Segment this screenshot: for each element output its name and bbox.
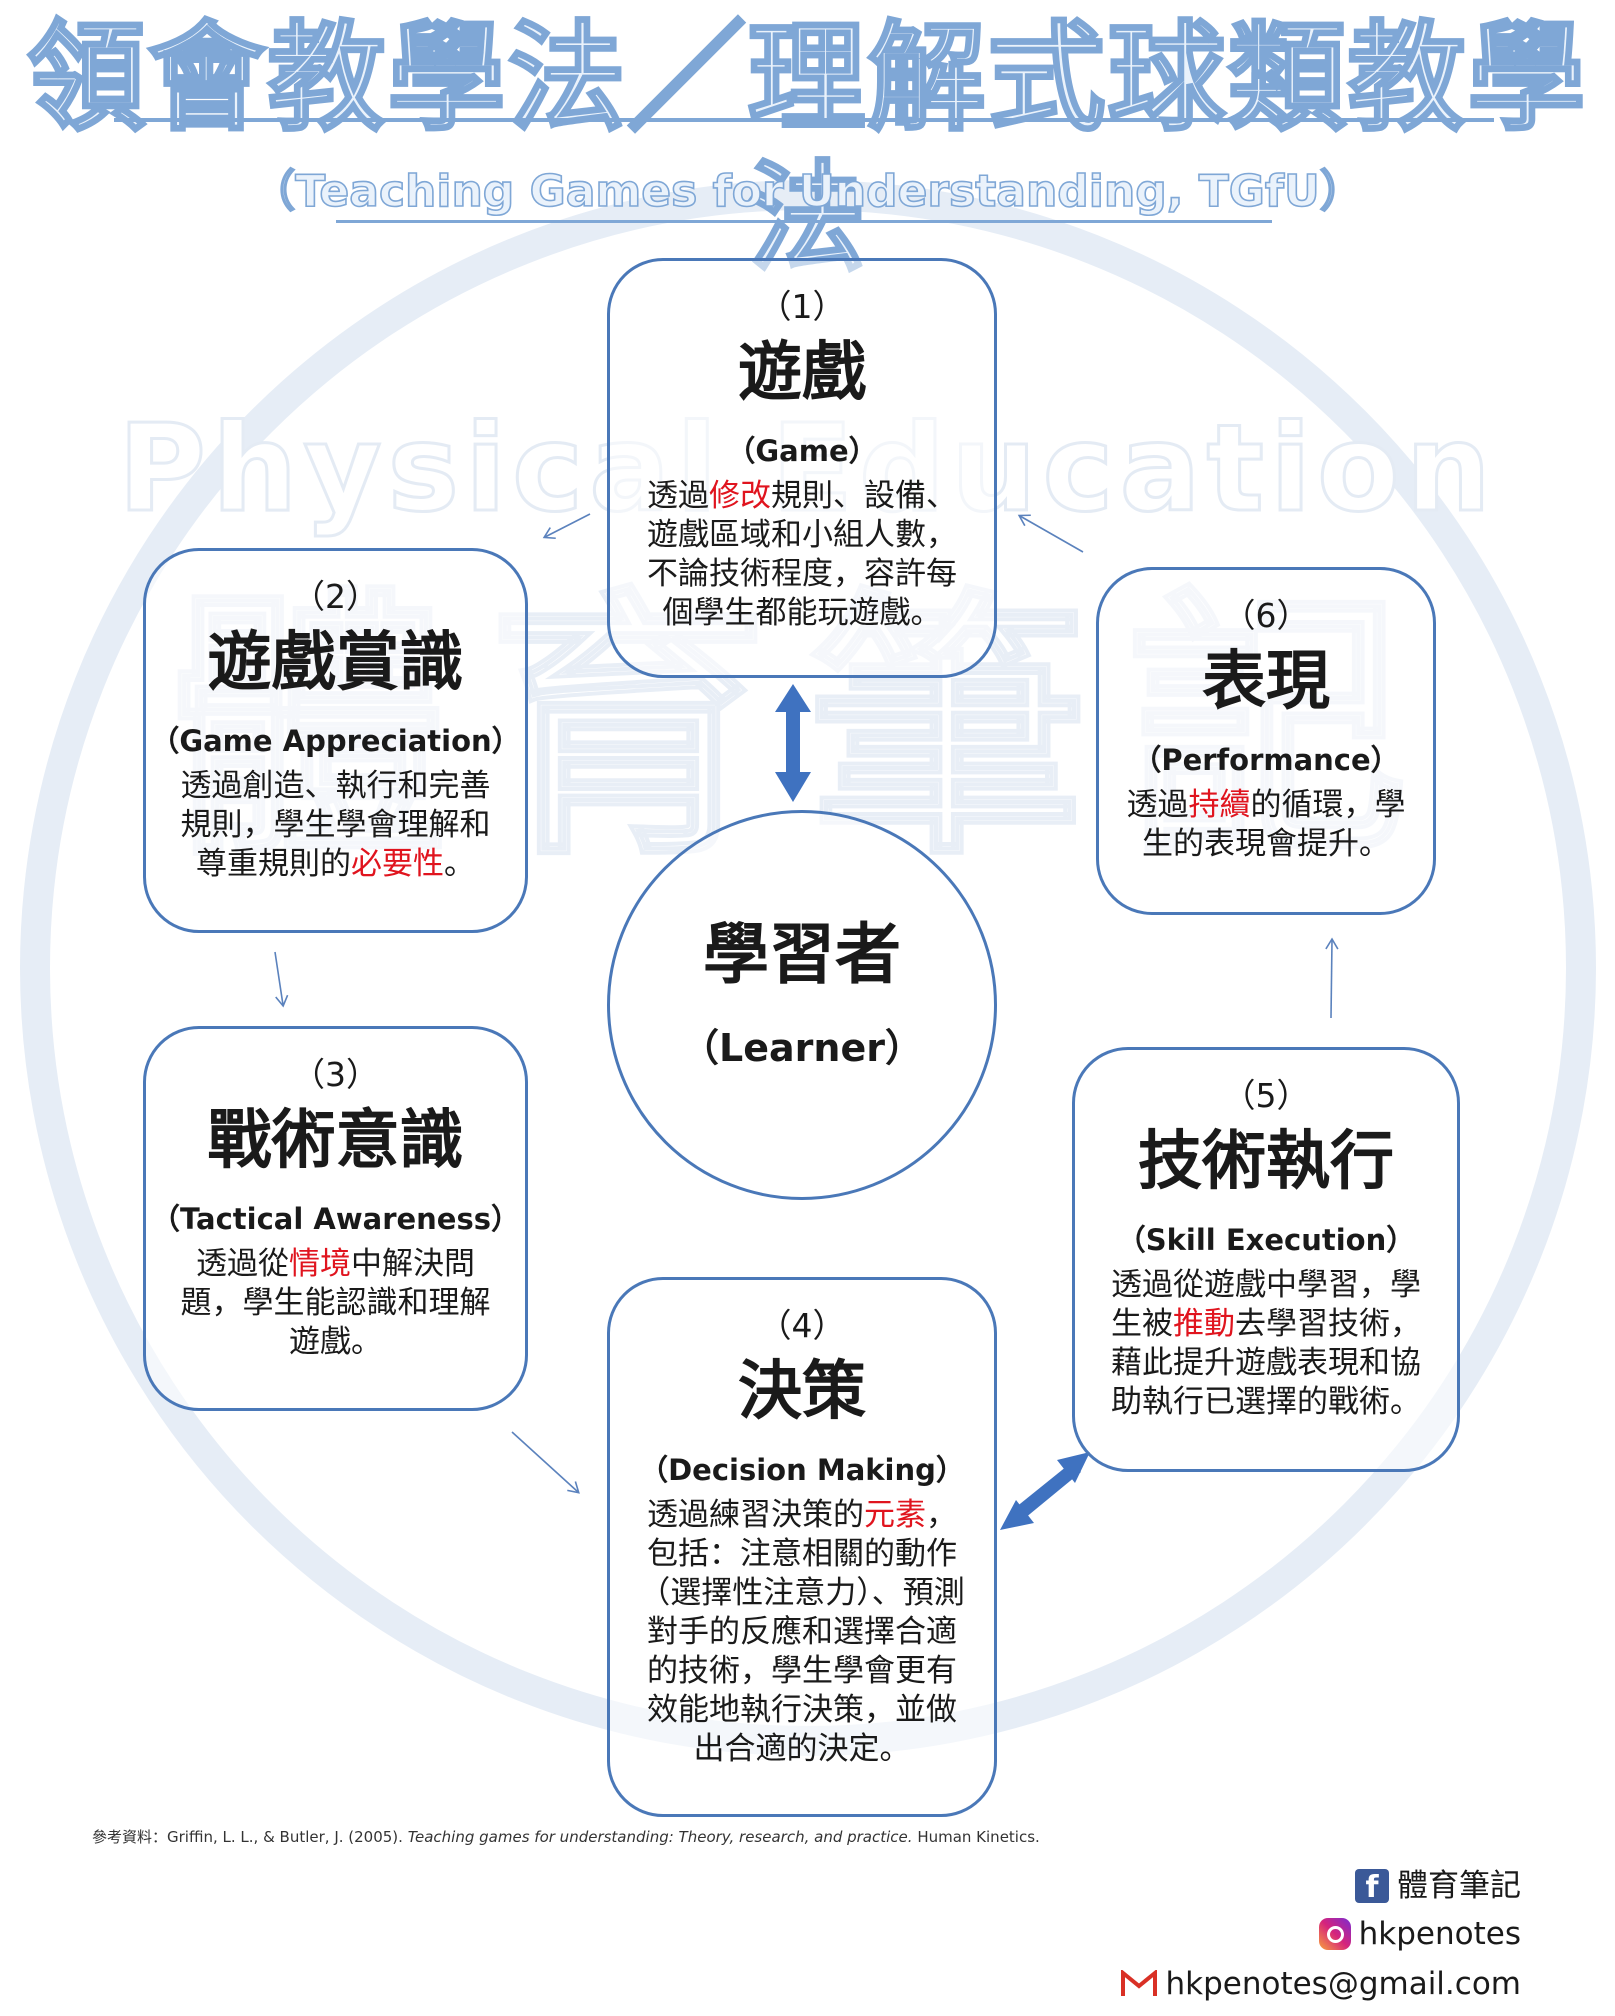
step-title: 表現	[1202, 645, 1330, 719]
step-subtitle: （Decision Making）	[639, 1453, 965, 1487]
arrow-1-to-2	[542, 513, 591, 540]
instagram-handle: hkpenotes	[1358, 1916, 1521, 1952]
reference-book: Teaching games for understanding: Theory…	[407, 1828, 913, 1846]
step-title: 戰術意識	[207, 1104, 464, 1178]
arrow-6-to-1	[1017, 514, 1084, 553]
step-4-box: （4） 決策 （Decision Making） 透過練習決策的元素，包括：注意…	[607, 1277, 997, 1817]
step-subtitle: （Game）	[726, 434, 878, 468]
step-6-box: （6） 表現 （Performance） 透過持續的循環，學生的表現會提升。	[1096, 567, 1436, 915]
reference-authors: Griffin, L. L., & Butler, J. (2005).	[167, 1828, 408, 1846]
facebook-icon: f	[1355, 1869, 1389, 1905]
step-subtitle: （Game Appreciation）	[150, 724, 521, 758]
step-description: 透過持續的循環，學生的表現會提升。	[1126, 787, 1406, 862]
step-title: 技術執行	[1138, 1125, 1394, 1199]
arrow-5-to-6	[1325, 937, 1339, 1019]
subtitle-underline	[336, 220, 1272, 223]
reference-publisher: Human Kinetics.	[912, 1828, 1040, 1846]
step-2-box: （2） 遊戲賞識 （Game Appreciation） 透過創造、執行和完善規…	[143, 548, 528, 933]
step-number: （1）	[758, 287, 846, 326]
step-title: 遊戲賞識	[207, 626, 464, 700]
arrow-3-to-4	[511, 1431, 580, 1494]
step-number: （4）	[758, 1306, 846, 1345]
instagram-icon	[1318, 1918, 1351, 1950]
double-arrow-decision-skill	[1000, 1452, 1090, 1530]
learner-subtitle: （Learner）	[681, 1026, 923, 1070]
step-subtitle: （Performance）	[1132, 743, 1400, 777]
step-subtitle: （Skill Execution）	[1116, 1223, 1416, 1257]
reference-label: 參考資料：	[92, 1828, 168, 1846]
step-1-box: （1） 遊戲 （Game） 透過修改規則、設備、遊戲區域和小組人數，不論技術程度…	[607, 258, 997, 678]
step-title: 決策	[738, 1355, 866, 1429]
learner-circle: 學習者 （Learner）	[607, 810, 997, 1200]
step-number: （5）	[1222, 1076, 1310, 1115]
double-arrow-game-learner	[775, 684, 811, 802]
step-description: 透過創造、執行和完善規則，學生學會理解和尊重規則的必要性。	[180, 768, 491, 882]
step-subtitle: （Tactical Awareness）	[150, 1202, 520, 1236]
contact-instagram[interactable]: hkpenotes	[1318, 1914, 1521, 1954]
reference: 參考資料：Griffin, L. L., & Butler, J. (2005)…	[92, 1826, 1040, 1847]
step-title: 遊戲	[738, 336, 866, 410]
contact-email[interactable]: hkpenotes@gmail.com	[1121, 1964, 1521, 2004]
page-subtitle: （Teaching Games for Understanding, TGfU）	[250, 165, 1364, 218]
step-5-box: （5） 技術執行 （Skill Execution） 透過從遊戲中學習，學生被推…	[1072, 1047, 1460, 1472]
facebook-name: 體育筆記	[1397, 1868, 1521, 1904]
learner-title: 學習者	[703, 916, 901, 993]
gmail-icon	[1121, 1970, 1158, 1996]
step-number: （6）	[1222, 596, 1310, 635]
title-underline	[114, 118, 1494, 122]
step-3-box: （3） 戰術意識 （Tactical Awareness） 透過從情境中解決問題…	[143, 1026, 528, 1411]
step-number: （3）	[292, 1055, 379, 1094]
step-description: 透過從遊戲中學習，學生被推動去學習技術，藉此提升遊戲表現和協助執行已選擇的戰術。	[1111, 1267, 1421, 1420]
arrow-2-to-3	[274, 951, 289, 1008]
step-description: 透過從情境中解決問題，學生能認識和理解遊戲。	[180, 1246, 491, 1360]
step-number: （2）	[292, 577, 379, 616]
contact-facebook[interactable]: f 體育筆記	[1355, 1866, 1521, 1906]
step-description: 透過修改規則、設備、遊戲區域和小組人數，不論技術程度，容許每個學生都能玩遊戲。	[647, 478, 957, 631]
step-description: 透過練習決策的元素，包括：注意相關的動作（選擇性注意力）、預測對手的反應和選擇合…	[639, 1497, 965, 1767]
email-address: hkpenotes@gmail.com	[1165, 1966, 1521, 2002]
